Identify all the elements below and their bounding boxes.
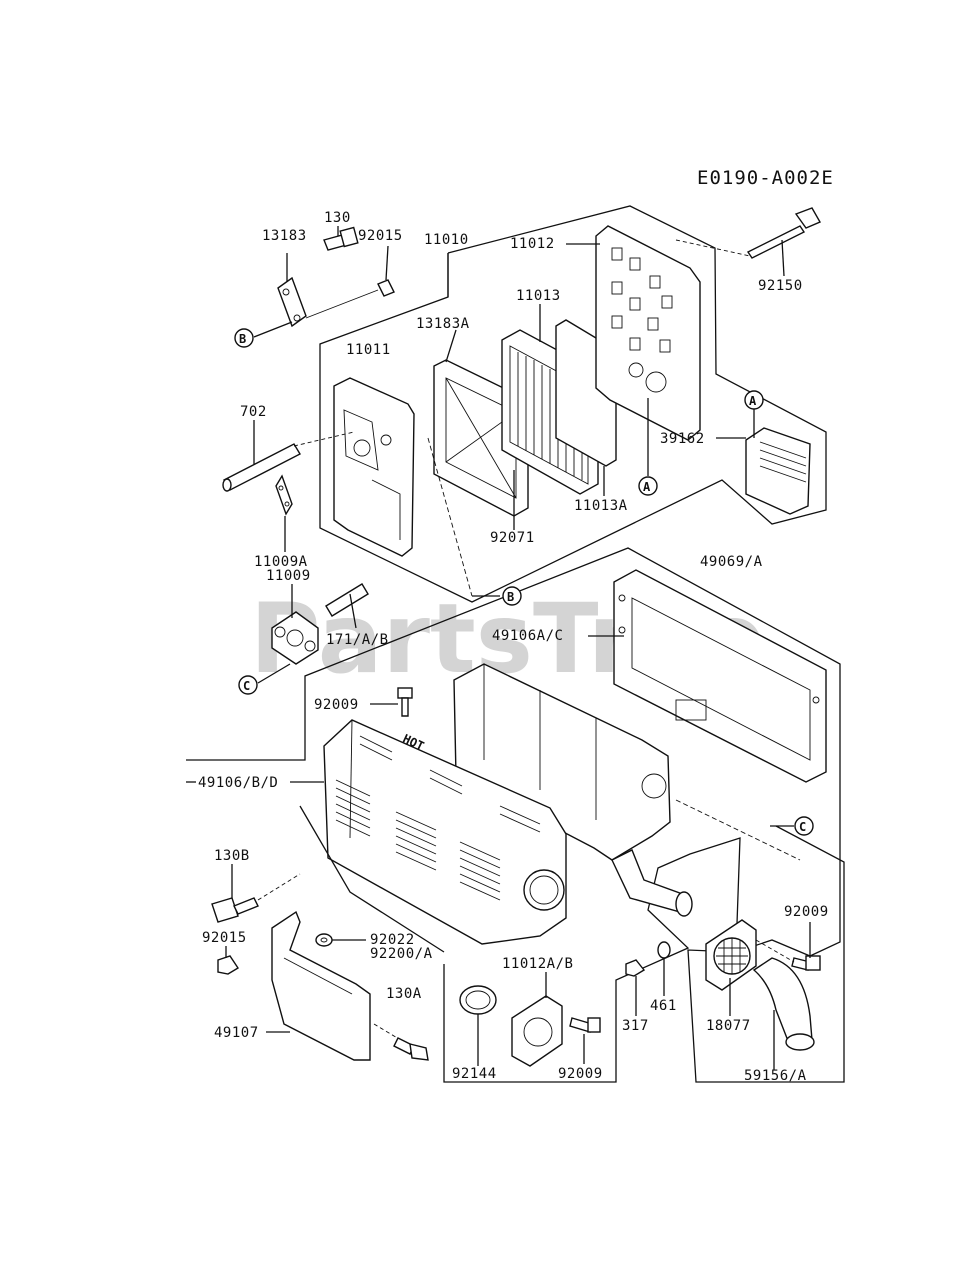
leader-C1 bbox=[257, 663, 291, 684]
stud-171 bbox=[325, 583, 369, 617]
label-92009-bottom: 92009 bbox=[558, 1066, 603, 1082]
label-11009A: 11009A bbox=[254, 554, 308, 570]
svg-text:C: C bbox=[799, 820, 806, 834]
label-11013: 11013 bbox=[516, 288, 561, 304]
washer-92022 bbox=[315, 933, 333, 947]
label-317: 317 bbox=[622, 1018, 649, 1034]
label-171AB: 171/A/B bbox=[326, 632, 389, 648]
label-11011: 11011 bbox=[346, 342, 391, 358]
gasket-11012AB bbox=[511, 995, 563, 1067]
dash-bracket-nut bbox=[305, 289, 379, 319]
label-130B: 130B bbox=[214, 848, 250, 864]
svg-text:A: A bbox=[643, 480, 651, 494]
leader-13183A bbox=[445, 329, 457, 363]
muffler-body-49106A bbox=[453, 663, 693, 917]
label-92015-bottom: 92015 bbox=[202, 930, 247, 946]
label-92015-top: 92015 bbox=[358, 228, 403, 244]
label-702: 702 bbox=[240, 404, 267, 420]
callout-A2: A bbox=[744, 390, 764, 410]
gasket-11009 bbox=[271, 611, 319, 665]
label-11013A: 11013A bbox=[574, 498, 628, 514]
label-92144: 92144 bbox=[452, 1066, 497, 1082]
label-11010: 11010 bbox=[424, 232, 469, 248]
label-130A: 130A bbox=[386, 986, 422, 1002]
leader-92015-top bbox=[385, 245, 389, 281]
leader-cover-lower bbox=[299, 805, 445, 953]
label-11009: 11009 bbox=[266, 568, 311, 584]
air-cleaner-cover-11012 bbox=[595, 225, 701, 441]
dash-92150 bbox=[675, 239, 751, 257]
callout-A1: A bbox=[638, 476, 658, 496]
muffler-group-right-outline bbox=[687, 825, 845, 1083]
label-92150: 92150 bbox=[758, 278, 803, 294]
label-92200A: 92200/A bbox=[370, 946, 433, 962]
label-130: 130 bbox=[324, 210, 351, 226]
leader-B1 bbox=[253, 321, 293, 338]
label-59156A: 59156/A bbox=[744, 1068, 807, 1084]
svg-text:A: A bbox=[749, 394, 757, 408]
air-cleaner-group-outline bbox=[319, 205, 827, 603]
label-92022: 92022 bbox=[370, 932, 415, 948]
label-11012: 11012 bbox=[510, 236, 555, 252]
nut-92015-bottom bbox=[217, 955, 239, 975]
label-92009-right: 92009 bbox=[784, 904, 829, 920]
muffler-cover-49106: HOT bbox=[323, 719, 567, 945]
label-461: 461 bbox=[650, 998, 677, 1014]
dash-C2 bbox=[675, 799, 801, 861]
dash-B2 bbox=[427, 437, 473, 597]
screw-92009-right bbox=[791, 955, 821, 971]
breather-pipe-702 bbox=[222, 443, 301, 492]
label-13183: 13183 bbox=[262, 228, 307, 244]
rubber-cap-39162 bbox=[745, 427, 811, 515]
label-11012AB: 11012A/B bbox=[502, 956, 573, 972]
svg-text:B: B bbox=[507, 590, 514, 604]
callout-B1: B bbox=[234, 328, 254, 348]
bolt-130 bbox=[323, 226, 359, 251]
label-92009-top: 92009 bbox=[314, 697, 359, 713]
label-39162: 39162 bbox=[660, 431, 705, 447]
callout-C2: C bbox=[794, 816, 814, 836]
dash-92009-right bbox=[755, 939, 795, 963]
screw-92009-top bbox=[397, 687, 413, 717]
svg-text:C: C bbox=[243, 679, 250, 693]
callout-B2: B bbox=[502, 586, 522, 606]
tail-pipe-59156 bbox=[752, 957, 815, 1051]
muffler-bracket-49107 bbox=[271, 910, 371, 1061]
screw-92009-bottom bbox=[569, 1017, 601, 1033]
dash-130B bbox=[257, 873, 301, 901]
air-cleaner-base-11011 bbox=[333, 377, 415, 557]
label-49107: 49107 bbox=[214, 1025, 259, 1041]
bracket-13183 bbox=[277, 276, 307, 328]
label-49069A: 49069/A bbox=[700, 554, 763, 570]
washer-461 bbox=[657, 941, 671, 959]
nut-317 bbox=[625, 959, 646, 977]
dash-pipe bbox=[293, 431, 355, 447]
leader-92150 bbox=[781, 239, 785, 277]
clamp-92144 bbox=[459, 985, 497, 1015]
wing-bolt-92150 bbox=[746, 207, 821, 259]
bolt-130B bbox=[211, 897, 259, 923]
svg-text:B: B bbox=[239, 332, 246, 346]
bolt-130A bbox=[393, 1037, 429, 1061]
callout-C1: C bbox=[238, 675, 258, 695]
label-49106AC: 49106A/C bbox=[492, 628, 563, 644]
label-92071: 92071 bbox=[490, 530, 535, 546]
nut-92015-top bbox=[377, 279, 395, 297]
gasket-11009A bbox=[275, 474, 293, 516]
label-13183A: 13183A bbox=[416, 316, 470, 332]
label-49106BD: 49106/B/D bbox=[198, 775, 278, 791]
muffler-group-outline bbox=[186, 547, 841, 1083]
label-18077: 18077 bbox=[706, 1018, 751, 1034]
spark-arrester-18077 bbox=[705, 919, 757, 991]
diagram-code: E0190-A002E bbox=[697, 167, 834, 189]
heat-shield-49069 bbox=[613, 569, 827, 783]
leader-171 bbox=[349, 593, 357, 629]
